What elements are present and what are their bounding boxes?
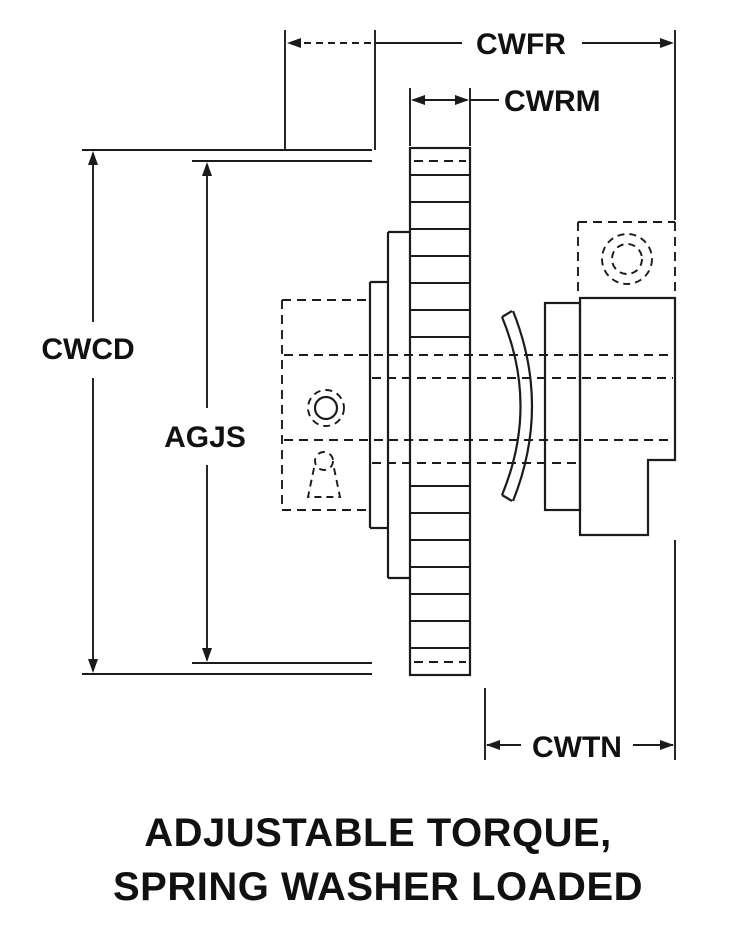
arrowhead-down [202, 648, 212, 662]
drawing-title-line2: SPRING WASHER LOADED [113, 865, 643, 909]
mounting-hole-outer [601, 233, 653, 285]
end-collar [578, 296, 677, 537]
cwtn-dimension: CWTN [484, 540, 676, 764]
arrowhead-up [202, 162, 212, 176]
setscrew-hole [307, 389, 345, 427]
drawing-title: ADJUSTABLE TORQUE, SPRING WASHER LOADED [113, 811, 643, 909]
hidden-lug [577, 221, 676, 296]
arrowhead-right [455, 95, 469, 105]
mounting-hole-inner [611, 243, 643, 275]
dimension-label-cwcd: CWCD [41, 333, 134, 366]
arrowhead-up [88, 151, 98, 165]
cwfr-dimension: CWFR [284, 28, 676, 220]
arrowhead-left [411, 95, 425, 105]
bore-centerlines [284, 354, 673, 464]
arrowhead-down [88, 659, 98, 673]
hidden-collar [281, 299, 370, 511]
drawing-title-line1: ADJUSTABLE TORQUE, [144, 811, 612, 855]
hub-flange [368, 230, 410, 580]
cwrm-dimension: CWRM [409, 85, 601, 146]
dimension-label-cwtn: CWTN [532, 731, 622, 764]
agjs-dimension: AGJS [164, 160, 372, 664]
arrowhead-left [486, 740, 500, 750]
hidden-setscrew [306, 451, 342, 498]
dimension-label-cwrm: CWRM [504, 85, 601, 118]
arrowhead-left [287, 38, 301, 48]
chain-wheel-section [408, 146, 472, 677]
arrowhead-right [660, 38, 674, 48]
arrowhead-right [660, 740, 674, 750]
cwcd-dimension: CWCD [41, 149, 372, 675]
retainer-plate [543, 301, 582, 512]
dimension-label-cwfr: CWFR [476, 28, 566, 61]
spring-washer [500, 310, 534, 502]
dimension-label-agjs: AGJS [164, 421, 246, 454]
